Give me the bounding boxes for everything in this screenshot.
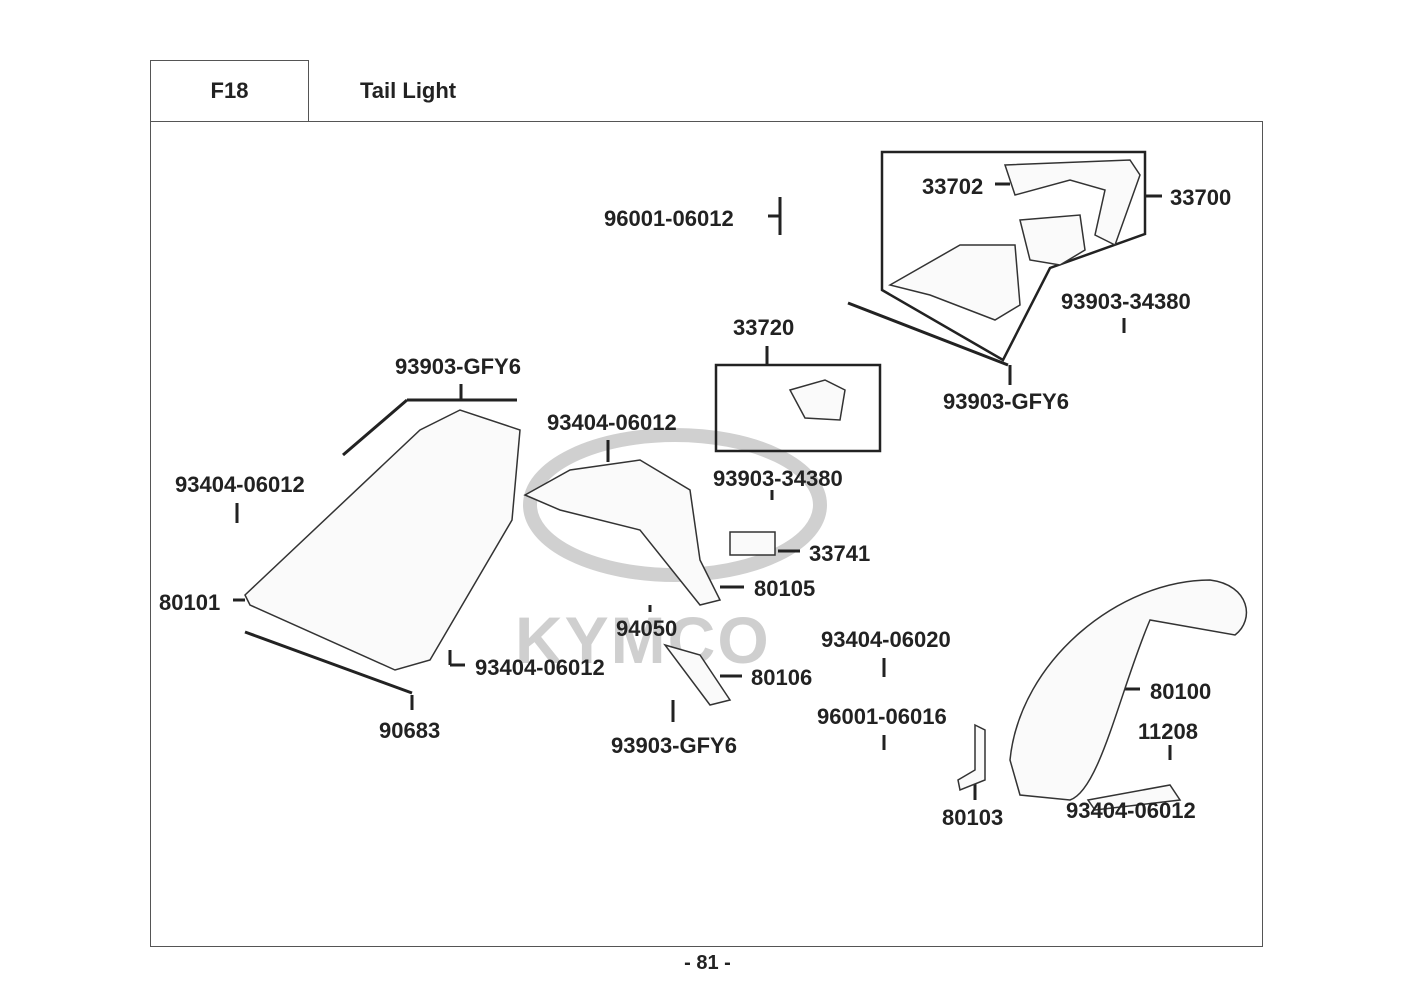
part-label: 93903-GFY6 [395, 354, 521, 379]
tail-light-housing [1019, 214, 1086, 266]
section-title: Tail Light [360, 78, 457, 103]
part-label: 94050 [616, 616, 678, 641]
part-label: 93903-34380 [1061, 289, 1191, 314]
part-label: 90683 [379, 718, 441, 743]
rear-fender-part [1009, 579, 1248, 801]
bracket-80103 [957, 723, 986, 792]
diagram-frame [150, 121, 1263, 947]
part-label: 80106 [751, 665, 813, 690]
part-label: 11208 [1138, 719, 1198, 744]
inner-fender-part [523, 459, 722, 606]
section-code: F18 [150, 60, 309, 121]
part-label: 33720 [733, 315, 795, 340]
tail-light-assembly-box [880, 150, 1147, 362]
license-plate-bracket [729, 531, 776, 556]
part-label: 93404-06012 [1066, 798, 1196, 823]
part-label: 33700 [1170, 185, 1232, 210]
part-label: 93404-06012 [475, 655, 605, 680]
part-label: 33741 [809, 541, 871, 566]
part-label: 80105 [754, 576, 816, 601]
tail-light-body [888, 244, 1021, 321]
rear-cowl-part [244, 409, 521, 671]
part-label: 96001-06012 [604, 206, 734, 231]
part-label: 93404-06012 [175, 472, 305, 497]
license-lamp [788, 379, 846, 421]
part-label: 96001-06016 [817, 704, 947, 729]
page-number: - 81 - [684, 952, 731, 974]
kymco-watermark: KYMCO [515, 603, 771, 677]
part-label: 93404-06020 [821, 627, 951, 652]
fender-stay-part [1086, 784, 1182, 811]
tail-light-lens [1003, 159, 1141, 247]
part-label: 93903-34380 [713, 466, 843, 491]
part-label: 80100 [1150, 679, 1212, 704]
part-label: 93404-06012 [547, 410, 677, 435]
watermark-ring [523, 428, 827, 582]
part-label: 93903-GFY6 [611, 733, 737, 758]
license-light-assembly-box [714, 363, 882, 453]
part-label: 33702 [922, 174, 984, 199]
part-label: 80101 [159, 590, 221, 615]
part-label: 80103 [942, 805, 1004, 830]
reflector-part [663, 643, 732, 706]
part-label: 93903-GFY6 [943, 389, 1069, 414]
